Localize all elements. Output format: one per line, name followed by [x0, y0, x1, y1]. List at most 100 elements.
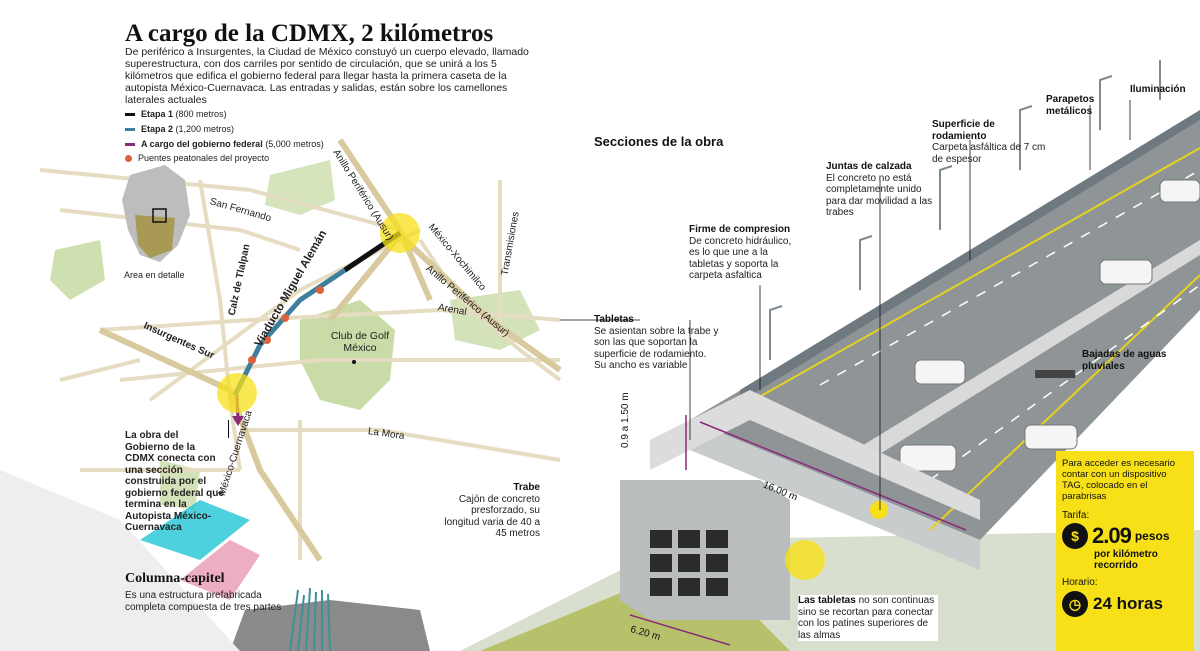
firme-title: Firme de compresion — [689, 224, 791, 235]
tabletas-note-title: Las tabletas — [798, 595, 856, 606]
page-title: A cargo de la CDMX, 2 kilómetros — [125, 20, 494, 47]
trabe-text: Cajón de concreto presforzado, su longit… — [444, 493, 540, 540]
detail-box — [152, 208, 167, 223]
decorative-stripe — [180, 540, 260, 600]
superficie-callout: Superficie de rodamiento Carpeta asfálti… — [932, 119, 1052, 165]
arrow-down-icon — [232, 416, 244, 426]
car — [1159, 179, 1200, 203]
firme-text: De concreto hidráulico, es lo que une a … — [689, 235, 792, 282]
park-area — [265, 160, 335, 215]
juntas-text: El concreto no está completamente unido … — [826, 172, 933, 219]
highlight-circle — [380, 213, 420, 253]
deck-side — [690, 420, 980, 570]
columna-rebars — [289, 587, 331, 651]
pedestrian-bridge-dot — [248, 356, 256, 364]
map-graphic — [0, 138, 562, 651]
superficie-text: Carpeta asfáltica de 7 cm de espesor — [932, 142, 1046, 165]
highlight-circle — [217, 373, 257, 413]
tabletas-note: Las tabletas no son continuas sino se re… — [798, 595, 938, 641]
lampposts — [769, 60, 1161, 360]
legend-label: Etapa 2 — [141, 124, 174, 134]
legend-item-bridges: Puentes peatonales del proyecto — [125, 153, 269, 163]
columna-title: Columna-capitel — [125, 571, 225, 586]
legend-swatch — [125, 112, 135, 116]
price-value: 2.09 — [1092, 523, 1132, 548]
money-bag-icon: $ — [1062, 523, 1088, 549]
connection-note: La obra del Gobierno de la CDMX conecta … — [125, 430, 224, 533]
tabletas-callout: Tabletas Se asientan sobre la trabe y so… — [594, 314, 719, 372]
legend-label: A cargo del gobierno federal — [141, 139, 263, 149]
structure-illustration — [460, 60, 1200, 651]
box-girder — [620, 480, 790, 620]
legend-detail: (5,000 metros) — [265, 139, 324, 149]
legend-label: Etapa 1 — [141, 109, 174, 119]
price-row: $ 2.09 pesos — [1062, 523, 1188, 549]
tabletas-slab — [650, 390, 980, 520]
area-detail-label: Area en detalle — [124, 270, 185, 280]
hours-row: ◷ 24 horas — [1062, 591, 1188, 617]
trabe-callout: Trabe Cajón de concreto presforzado, su … — [440, 482, 540, 540]
juntas-callout: Juntas de calzada El concreto no está co… — [826, 161, 936, 219]
legend-item-etapa-2: Etapa 2 (1,200 metros) — [125, 124, 234, 134]
decorative-stripe — [140, 500, 250, 560]
parapetos-title: Parapetos metálicos — [1046, 94, 1095, 117]
lane-edge-line — [744, 147, 1200, 406]
legend-detail: (800 metros) — [175, 109, 227, 119]
sections-heading: Secciones de la obra — [594, 134, 724, 149]
clock-icon: ◷ — [1062, 591, 1088, 617]
tag-info-box: Para acceder es necesario contar con un … — [1056, 451, 1194, 651]
trabe-title: Trabe — [513, 482, 540, 493]
club-marker — [352, 360, 356, 364]
tag-note: Para acceder es necesario contar con un … — [1062, 458, 1176, 502]
dim-line-bottom — [629, 614, 731, 646]
iluminacion-callout: Iluminación — [1130, 84, 1198, 96]
lane-edge-line — [929, 274, 1200, 531]
golf-club-area — [300, 300, 395, 410]
cars — [899, 179, 1200, 472]
car — [1099, 259, 1153, 285]
legend-swatch — [125, 142, 135, 146]
firme-callout: Firme de compresion De concreto hidráuli… — [689, 224, 799, 282]
dim-line-width — [699, 421, 967, 531]
pedestrian-bridge-dot — [281, 314, 289, 322]
tabletas-title: Tabletas — [594, 314, 634, 325]
club-golf-label: Club de Golf México — [330, 330, 390, 354]
leader-line — [228, 420, 229, 438]
car — [899, 444, 957, 472]
juntas-title: Juntas de calzada — [826, 161, 912, 172]
highlight-circle — [785, 540, 825, 580]
lane-dashes — [819, 169, 1200, 386]
road-network — [39, 168, 562, 560]
legend-dot — [125, 154, 132, 162]
superficie-title: Superficie de rodamiento — [932, 119, 995, 142]
tarifa-label: Tarifa: — [1062, 510, 1090, 521]
bajadas-title: Bajadas de aguas pluviales — [1082, 349, 1167, 372]
price-unit: pesos — [1134, 529, 1170, 543]
legend-label: Puentes peatonales del proyecto — [138, 153, 270, 163]
lane-dashes — [929, 284, 1200, 481]
car — [914, 359, 966, 385]
bajadas-callout: Bajadas de aguas pluviales — [1082, 349, 1172, 372]
highlight-circle — [870, 501, 888, 519]
park-area — [50, 240, 105, 300]
park-area — [160, 460, 200, 510]
car — [1024, 424, 1078, 450]
legend-detail: (1,200 metros) — [175, 124, 235, 134]
pedestrian-bridge-dot — [316, 286, 324, 294]
leader-lines — [560, 100, 1131, 510]
iluminacion-title: Iluminación — [1130, 84, 1186, 95]
girder-cells — [650, 530, 728, 596]
hours-value: 24 horas — [1093, 594, 1163, 613]
legend-item-etapa-1: Etapa 1 (800 metros) — [125, 109, 227, 119]
detail-area-inset — [135, 215, 175, 258]
intro-text: De periférico a Insurgentes, la Ciudad d… — [125, 46, 529, 106]
price-detail: por kilómetro recorrido — [1094, 549, 1158, 571]
legend-item-federal: A cargo del gobierno federal (5,000 metr… — [125, 139, 324, 149]
drain-grate — [1035, 370, 1075, 378]
dim-height-label: 0.9 a 1.50 m — [620, 392, 631, 448]
median-barrier — [855, 240, 1200, 465]
tabletas-text: Se asientan sobre la trabe y son las que… — [594, 325, 719, 372]
tabletas-note-text: no son continuas sino se recortan para c… — [798, 595, 935, 641]
main-roads — [98, 138, 562, 562]
terrain-shading — [0, 470, 240, 651]
